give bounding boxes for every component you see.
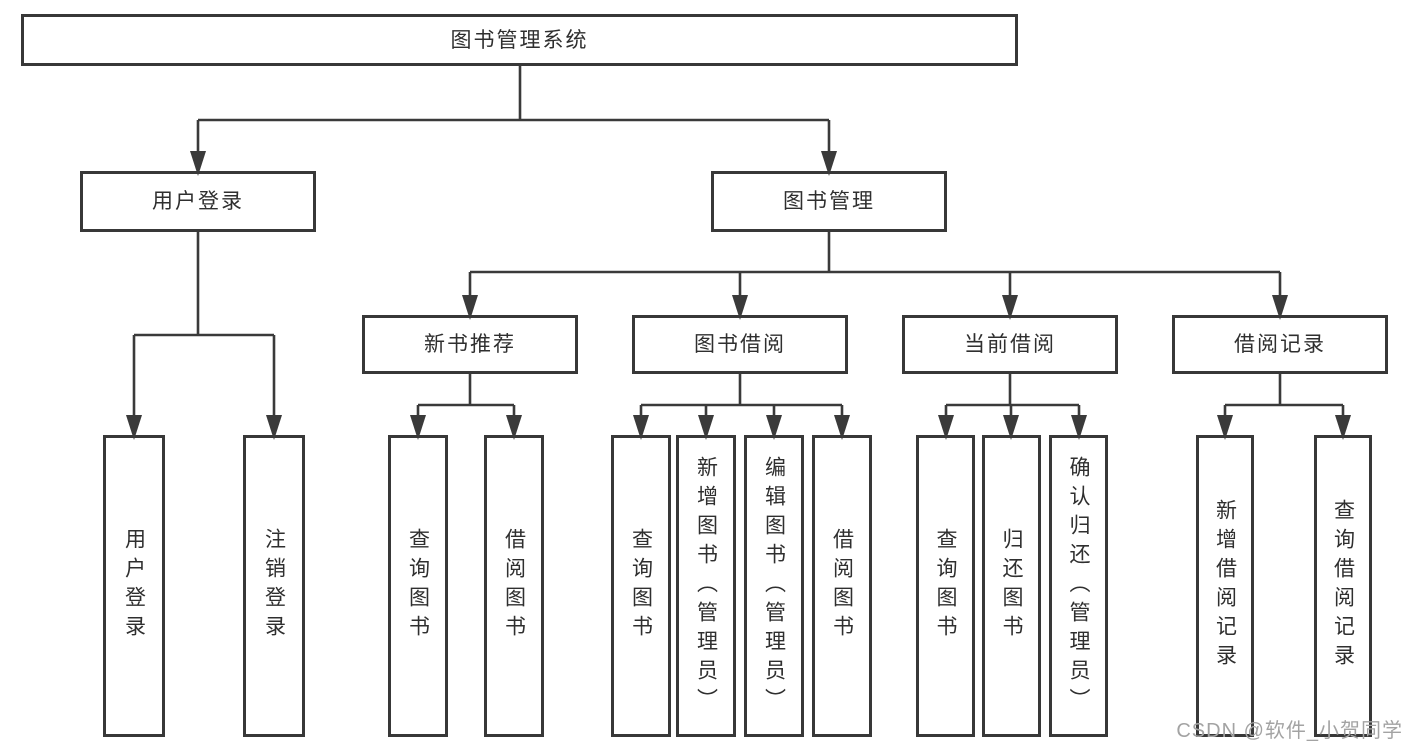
connector-borrow-records-branch [1223,374,1345,416]
node-leaf-edit-book-admin: 编辑图书（管理员） [744,435,804,737]
connector-book-borrow-branch [639,374,844,416]
node-leaf-confirm-return-admin: 确认归还（管理员） [1049,435,1108,737]
node-leaf-query-books-2: 查询图书 [611,435,671,737]
connector-book-mgmt-branch [468,232,1282,295]
connector-new-book-rec-branch [416,374,516,416]
node-root-system: 图书管理系统 [21,14,1018,66]
node-user-login-group: 用户登录 [80,171,316,232]
node-leaf-query-borrow-record: 查询借阅记录 [1314,435,1372,737]
node-leaf-borrow-books-2: 借阅图书 [812,435,872,737]
node-leaf-logout: 注销登录 [243,435,305,737]
connector-current-borrow-branch [944,374,1081,416]
node-leaf-return-book: 归还图书 [982,435,1041,737]
node-book-management-group: 图书管理 [711,171,947,232]
node-leaf-add-borrow-record: 新增借阅记录 [1196,435,1254,737]
node-leaf-add-book-admin: 新增图书（管理员） [676,435,736,737]
node-current-borrowing: 当前借阅 [902,315,1118,374]
node-leaf-user-login: 用户登录 [103,435,165,737]
node-new-book-recommendation: 新书推荐 [362,315,578,374]
connector-root-to-level2 [196,66,831,152]
node-leaf-borrow-books-1: 借阅图书 [484,435,544,737]
node-borrowing-records: 借阅记录 [1172,315,1388,374]
node-leaf-query-books-3: 查询图书 [916,435,975,737]
node-leaf-query-books-1: 查询图书 [388,435,448,737]
connector-user-login-branch [132,232,276,416]
node-book-borrowing: 图书借阅 [632,315,848,374]
